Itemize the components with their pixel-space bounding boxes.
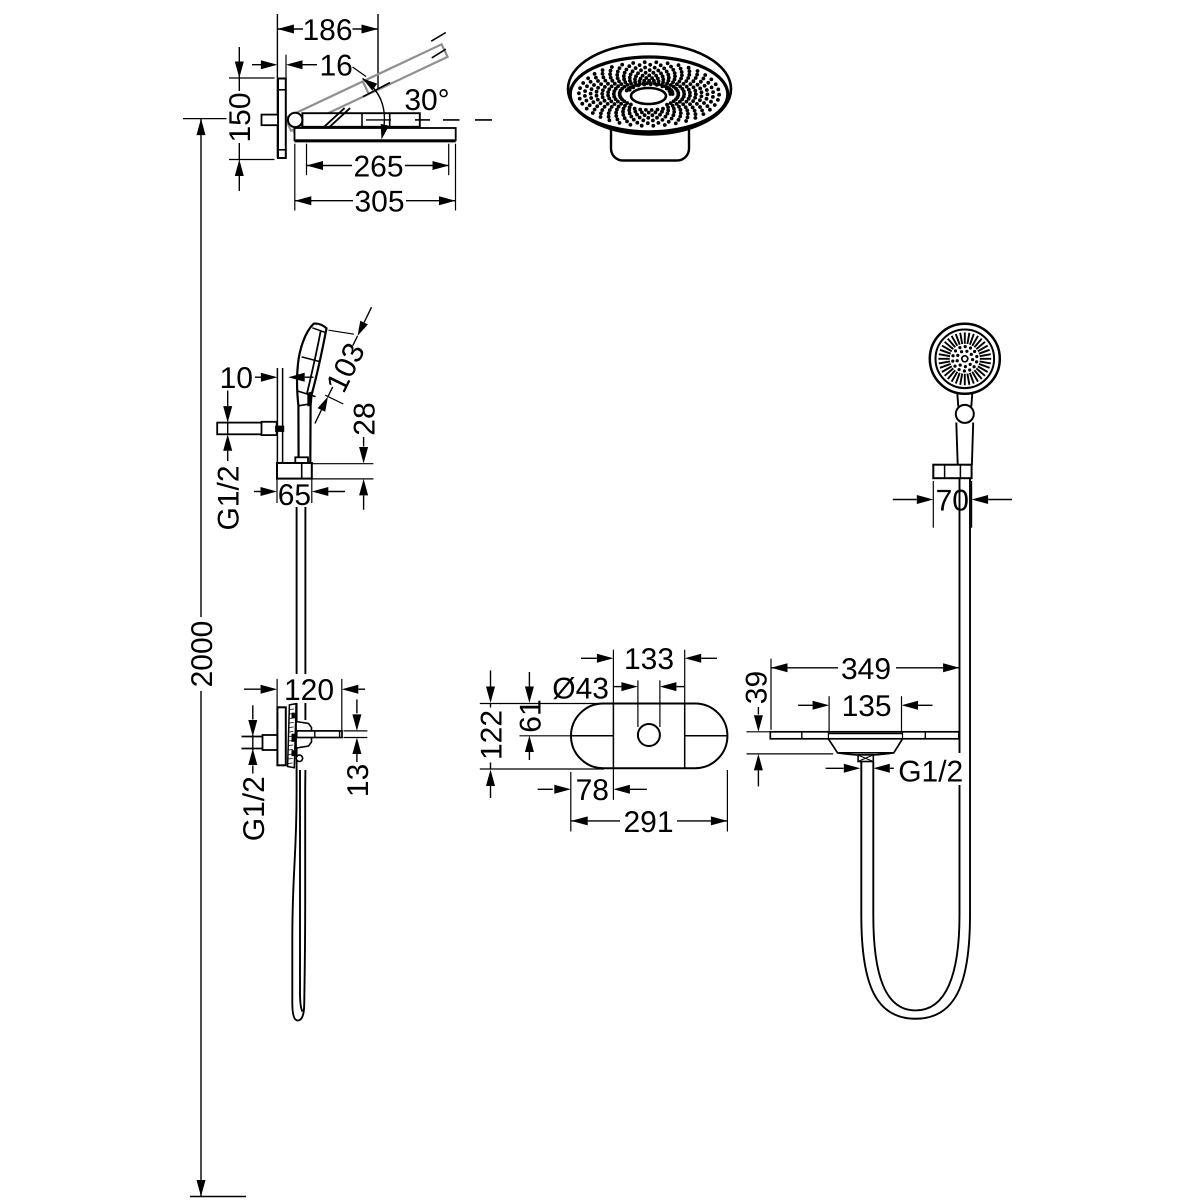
svg-text:61: 61 <box>514 699 547 732</box>
svg-text:122: 122 <box>475 710 508 760</box>
svg-text:28: 28 <box>349 402 382 435</box>
svg-text:135: 135 <box>842 690 892 723</box>
svg-text:G1/2: G1/2 <box>213 465 246 530</box>
svg-text:Ø43: Ø43 <box>552 672 609 705</box>
svg-text:150: 150 <box>224 92 257 142</box>
svg-text:16: 16 <box>320 50 353 83</box>
svg-text:13: 13 <box>342 764 375 797</box>
svg-text:G1/2: G1/2 <box>238 776 271 841</box>
svg-text:G1/2: G1/2 <box>898 756 963 789</box>
svg-text:70: 70 <box>936 484 969 517</box>
svg-text:10: 10 <box>220 362 253 395</box>
svg-text:65: 65 <box>278 479 311 512</box>
svg-text:30°: 30° <box>404 84 449 117</box>
svg-text:349: 349 <box>841 653 891 686</box>
svg-text:39: 39 <box>741 671 774 704</box>
svg-text:265: 265 <box>353 150 403 183</box>
svg-text:305: 305 <box>354 186 404 219</box>
svg-text:78: 78 <box>576 774 609 807</box>
svg-text:133: 133 <box>624 643 674 676</box>
svg-text:2000: 2000 <box>186 621 219 688</box>
svg-text:291: 291 <box>623 806 673 839</box>
svg-text:186: 186 <box>302 14 352 47</box>
svg-text:120: 120 <box>284 674 334 707</box>
